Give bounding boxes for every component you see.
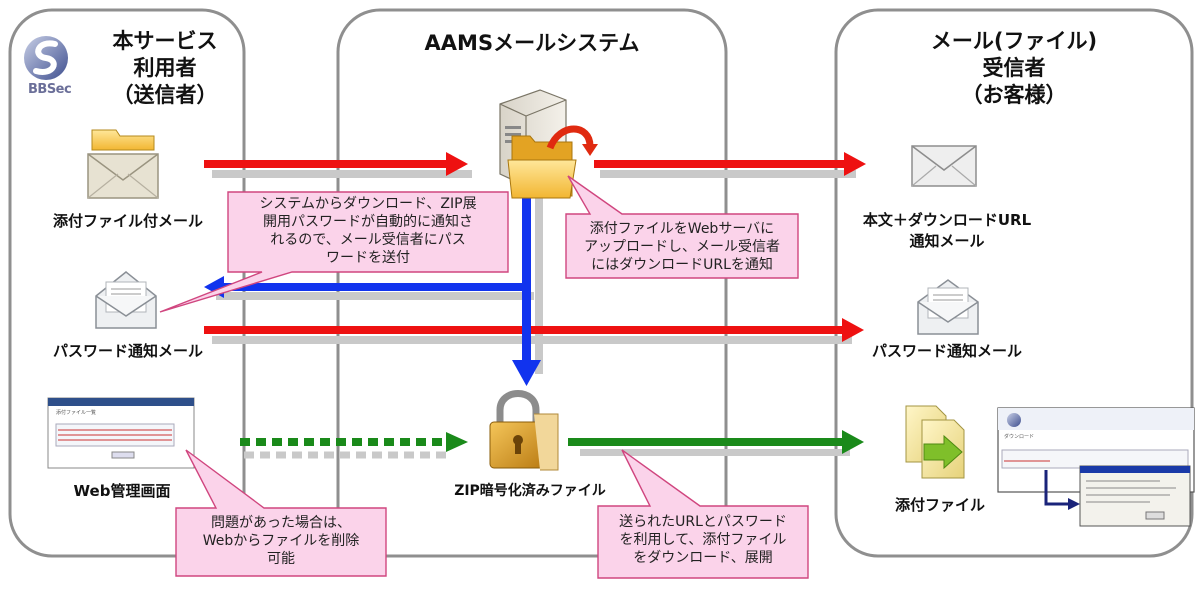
callout-line: 問題があった場合は、 [211, 515, 351, 531]
callout-upload-text: 添付ファイルをWebサーバに アップロードし、メール受信者 にはダウンロードUR… [568, 220, 796, 274]
callout-line: 添付ファイルをWebサーバに [589, 221, 775, 237]
callout-delete-notice [175, 449, 387, 577]
sender-title-line: 本サービス [112, 29, 218, 53]
admin-thumbnail-title: 添付ファイル一覧 [56, 410, 97, 416]
callout-download-notice [597, 449, 809, 579]
body-url-mail-label: 本文＋ダウンロードURL 通知メール [840, 210, 1054, 252]
callout-delete-text: 問題があった場合は、 Webからファイルを削除 可能 [178, 514, 384, 568]
letter-envelope-right-icon [917, 279, 979, 335]
callout-line: 開用パスワードが自動的に通知さ [263, 214, 473, 230]
system-column-title: AAMSメールシステム [424, 31, 640, 55]
callout-line: システムからダウンロード、ZIP展 [259, 196, 477, 212]
recipient-column-title: メール(ファイル) 受信者 （お客様） [836, 28, 1192, 109]
red-arrow-to-system [204, 152, 468, 176]
callout-line: をダウンロード、展開 [633, 550, 773, 566]
attachment-label: 添付ファイル [894, 496, 985, 514]
callout-line: アップロードし、メール受信者 [584, 239, 780, 255]
password-mail-left-label: パスワード通知メール [52, 342, 203, 360]
callout-line: れるので、メール受信者にパス [270, 232, 466, 248]
callout-line: ワードを送付 [326, 250, 410, 266]
download-dialog-thumbnail [1079, 465, 1191, 527]
callout-line: 可能 [267, 551, 295, 567]
closed-envelope-icon [911, 145, 977, 187]
arrow-shadows [212, 170, 856, 456]
password-mail-right-label: パスワード通知メール [871, 342, 1022, 360]
dialog-link-arrow [1044, 470, 1080, 510]
green-dotted-arrow [240, 432, 468, 459]
letter-envelope-icon [95, 271, 157, 329]
web-admin-label: Web管理画面 [73, 482, 171, 500]
red-arrow-to-recipient [594, 152, 866, 176]
logo-text: BBSec [28, 82, 72, 97]
callout-line: にはダウンロードURLを通知 [591, 257, 773, 273]
sender-title-line: （送信者） [112, 83, 218, 107]
admin-screen-thumbnail [47, 397, 195, 469]
body-url-mail-line: 通知メール [909, 232, 985, 250]
recipient-title-line: （お客様） [961, 83, 1067, 107]
sender-column-title: 本サービス 利用者 （送信者） [92, 28, 238, 109]
open-envelope-icon [87, 129, 159, 199]
callout-line: Webからファイルを削除 [202, 533, 360, 549]
documents-icon [905, 405, 965, 479]
zip-file-label: ZIP暗号化済みファイル [454, 483, 606, 499]
lock-icon [489, 390, 559, 471]
callout-upload-notice [565, 175, 799, 279]
body-url-mail-line: 本文＋ダウンロードURL [862, 211, 1032, 229]
folder-icon [507, 125, 598, 199]
callout-download-text: 送られたURLとパスワード を利用して、添付ファイル をダウンロード、展開 [600, 513, 806, 567]
sender-title-line: 利用者 [133, 56, 197, 80]
attached-mail-label: 添付ファイル付メール [52, 212, 203, 230]
bbsec-logo [24, 36, 68, 80]
download-thumbnail-title: ダウンロード [1004, 434, 1035, 440]
green-arrow-to-attachment [568, 430, 864, 454]
callout-password-notice [159, 191, 509, 313]
callout-password-text: システムからダウンロード、ZIP展 開用パスワードが自動的に通知さ れるので、メ… [232, 195, 504, 267]
callout-line: を利用して、添付ファイル [619, 532, 787, 548]
recipient-title-line: メール(ファイル) [930, 29, 1098, 53]
callout-line: 送られたURLとパスワード [619, 514, 787, 530]
recipient-title-line: 受信者 [982, 56, 1046, 80]
